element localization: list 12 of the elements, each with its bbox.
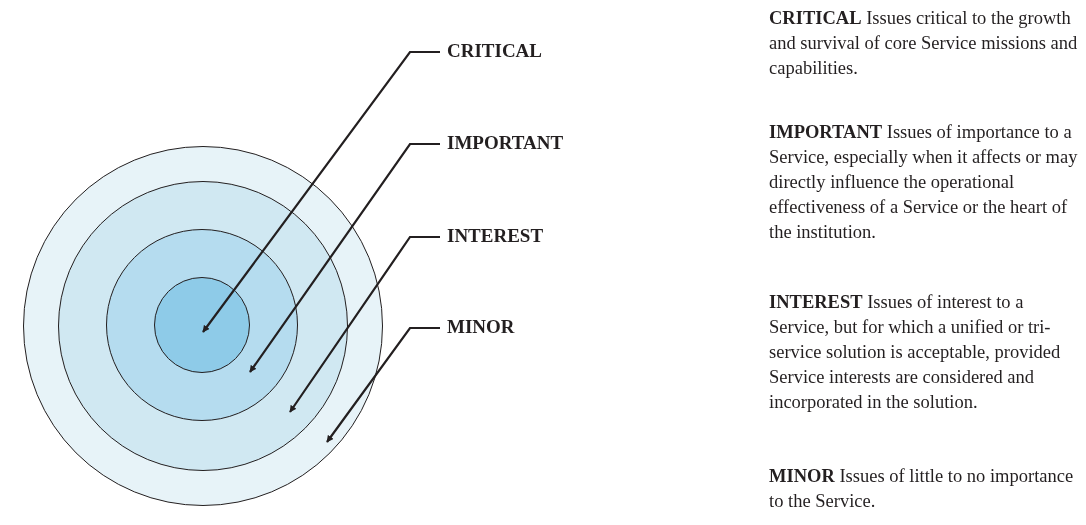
description-text: CRITICAL Issues critical to the growth and survival of core Service missions and capabilities. [769, 7, 1079, 80]
level-label: MINOR [447, 316, 515, 338]
level-label: IMPORTANT [447, 132, 564, 154]
description-text: IMPORTANT Issues of importance to a Service, especially when it affects or may directly influence the operational effectiveness of a Service or the heart of the institution. [769, 121, 1079, 244]
description-text: MINOR Issues of little to no importance to the Service. [769, 465, 1075, 513]
level-label: INTEREST [447, 225, 544, 247]
leader-arrow [249, 142, 440, 373]
level-label: CRITICAL [447, 40, 543, 62]
leader-arrow [202, 50, 440, 333]
description-text: INTEREST Issues of interest to a Service, but for which a unified or tri-service solution is acceptable, provided Service interests are considered and incorporated in the solution. [769, 291, 1062, 414]
leader-arrow [289, 235, 440, 413]
leader-arrow [326, 326, 440, 443]
